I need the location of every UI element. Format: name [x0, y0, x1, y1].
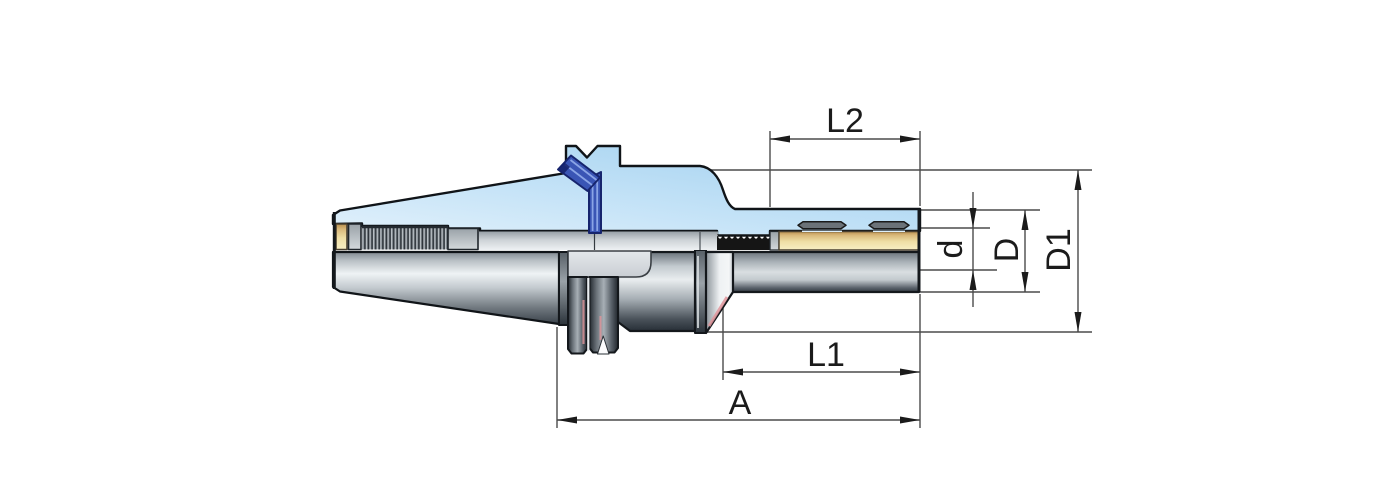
clamping-sleeve: [778, 230, 920, 251]
drive-key-tip: [558, 162, 570, 175]
clamp-slot-2: [868, 221, 910, 230]
cone-transition: [704, 250, 735, 335]
cone-face-ring: [694, 249, 707, 334]
drawbar-thread: [362, 226, 448, 250]
section-upper-half: [331, 144, 922, 251]
sleeve-spacer: [769, 230, 780, 251]
exterior-lower-half: [331, 249, 921, 355]
dim-label-d: d: [932, 239, 970, 259]
flange-groove-block: [588, 276, 619, 354]
flange-lobe-left: [567, 276, 588, 355]
thread-serration: [717, 234, 770, 240]
grub-screw: [717, 238, 770, 250]
dimension-arrows: [557, 135, 1082, 424]
flange-surface: [567, 250, 652, 278]
dim-label-D: D: [988, 237, 1026, 263]
bore-step-block: [447, 227, 479, 251]
clamp-slot-1: [797, 221, 847, 230]
flange-contact-ring: [558, 251, 569, 326]
taper-cone: [331, 250, 561, 326]
arbor-shaft: [704, 250, 921, 294]
bore-band: [478, 231, 718, 250]
v-groove-notch: [597, 335, 610, 355]
endcap-yellow: [335, 223, 348, 251]
dim-label-L1: L1: [807, 336, 845, 374]
flange-groove-gap: [587, 278, 590, 351]
dim-label-L2: L2: [826, 102, 864, 140]
dim-label-D1: D1: [1040, 228, 1078, 272]
endcap-spacer: [347, 223, 362, 251]
dim-label-A: A: [728, 384, 752, 422]
heavy-edges: [332, 209, 921, 292]
section-wall: [333, 146, 920, 236]
